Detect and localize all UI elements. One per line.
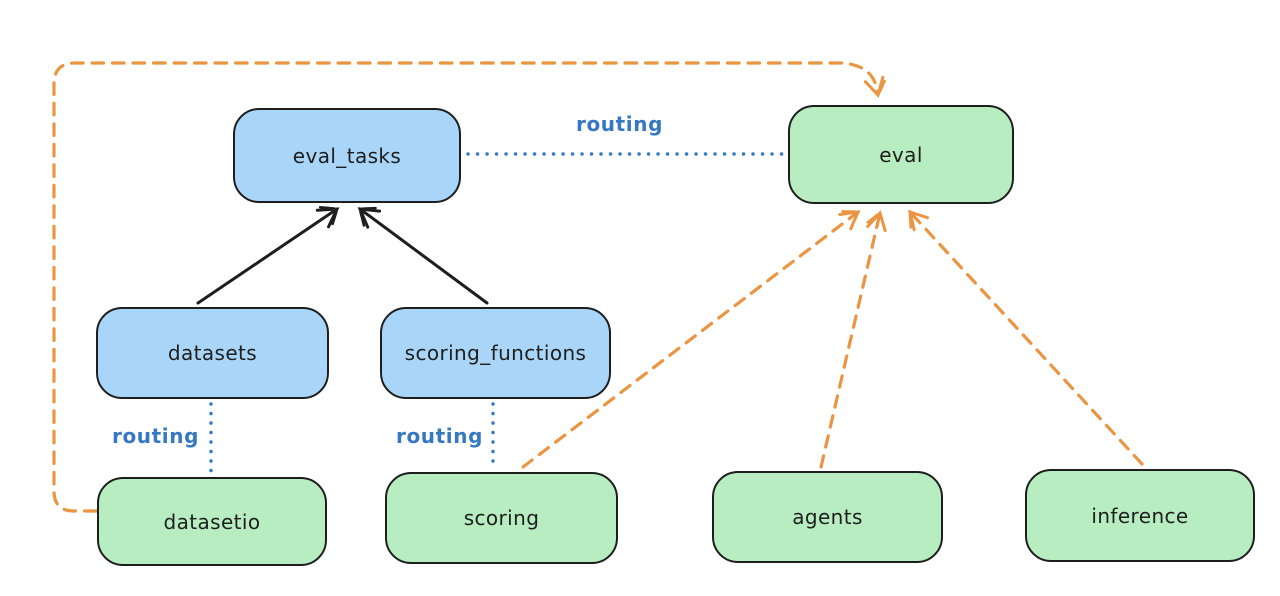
edge-datasets-to-eval-tasks [196, 205, 340, 305]
node-inference: inference [1025, 469, 1255, 562]
node-inference-label: inference [1091, 503, 1189, 528]
node-scoring-label: scoring [463, 506, 540, 530]
node-eval-label: eval [879, 142, 923, 167]
edge-datasetio-to-eval [52, 61, 886, 513]
edge-label-routing-eval-tasks-eval: routing [575, 112, 663, 136]
edge-scoring-to-eval [521, 210, 861, 469]
edge-scoring-functions-to-eval-tasks [357, 206, 489, 305]
node-eval-tasks: eval_tasks [233, 108, 461, 203]
node-datasetio-label: datasetio [163, 509, 261, 534]
edge-inference-to-eval [907, 209, 1144, 466]
edge-agents-to-eval [819, 210, 887, 469]
node-scoring: scoring [385, 472, 618, 564]
edge-label-routing-datasets-datasetio: routing [112, 424, 200, 448]
edge-label-routing-scoring-functions-scoring: routing [396, 424, 484, 448]
node-eval: eval [788, 105, 1014, 204]
node-agents: agents [712, 471, 943, 563]
node-datasetio: datasetio [97, 477, 327, 566]
node-agents-label: agents [792, 505, 863, 529]
node-datasets: datasets [96, 307, 329, 399]
node-scoring-functions-label: scoring_functions [404, 341, 587, 365]
node-datasets-label: datasets [167, 341, 258, 365]
node-eval-tasks-label: eval_tasks [292, 143, 402, 168]
node-scoring-functions: scoring_functions [380, 307, 611, 399]
